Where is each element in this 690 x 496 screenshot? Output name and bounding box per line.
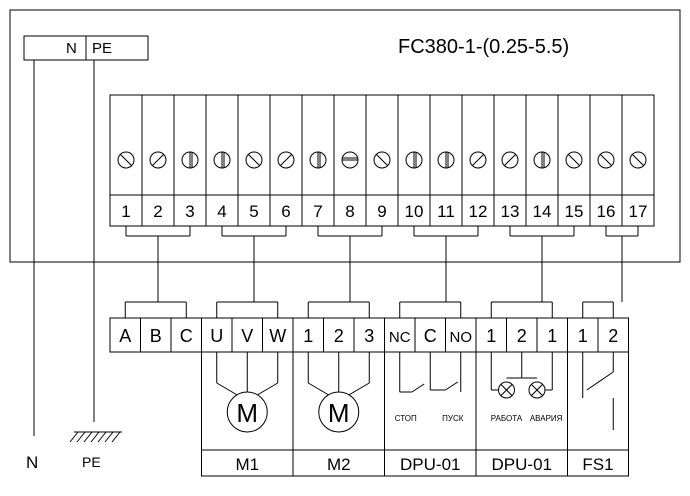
ground-hatch-line [83,431,93,443]
n-ground-label: N [26,453,38,472]
connector-pin-label: U [210,326,223,346]
connector-pin-label: 1 [303,326,313,346]
terminal-number: 3 [185,202,194,221]
terminal-screw [597,151,615,169]
connector-pin-label: C [180,326,193,346]
button-contact [411,383,425,393]
connector-pin-label: B [150,326,162,346]
terminal-screw [245,151,263,169]
screw-slot [280,154,292,166]
button-contact [445,381,458,391]
device-box [567,351,629,477]
connector-pin-label: NC [389,329,411,346]
terminal-number: 12 [469,202,488,221]
motor-wire [307,382,330,396]
terminal-number: 11 [437,202,455,221]
switch-contact [586,371,614,391]
lamp-cross [531,384,543,396]
device-name: M1 [235,455,259,474]
terminal-screw [117,151,135,169]
motor-letter: M [236,398,258,428]
lamp-label: АВАРИЯ [530,414,563,423]
connector-pin-label: W [269,326,286,346]
terminal-screw [277,151,295,169]
terminal-number: 2 [153,202,162,221]
terminal-number: 17 [629,202,648,221]
connector-pin-label: C [424,326,437,346]
model-label: FC380-1-(0.25-5.5) [398,36,569,58]
screw-slot [120,154,132,166]
screw-slot [600,154,612,166]
device-name: FS1 [582,455,613,474]
terminal-screw [501,151,519,169]
connector-pin-label: 2 [608,326,618,346]
terminal-screw [373,151,391,169]
motor-wire [256,382,279,396]
screw-slot [632,154,644,166]
n-box-label: N [66,40,77,57]
pe-label-box [85,35,149,61]
button-label: СТОП [395,414,417,423]
terminal-number: 9 [377,202,386,221]
pe-box-label: PE [92,40,112,57]
connector-pin-label: A [119,326,131,346]
motor-wire [216,382,238,396]
pe-ground-label: PE [82,454,101,470]
connector-pin-label: V [241,326,253,346]
motor-letter: M [328,398,350,428]
ground-hatch-line [97,431,107,443]
connector-pin-label: 1 [486,326,496,346]
terminal-number: 14 [533,202,552,221]
device-name: DPU-01 [400,455,460,474]
static-lines [9,9,681,436]
terminal-number: 5 [249,202,258,221]
terminal-number: 6 [281,202,290,221]
ground-hatch-line [76,431,86,443]
terminal-number: 4 [217,202,226,221]
terminal-screw [565,151,583,169]
terminal-screw [629,151,647,169]
lamp-cross [500,384,513,396]
screw-slot [504,154,516,166]
terminal-screw [469,151,487,169]
screw-slot [152,154,164,166]
motor-wire [348,382,370,396]
terminal-number: 15 [565,202,584,221]
connector-pin-label: 1 [578,326,588,346]
terminal-screw [149,151,167,169]
connector-pin-label: 3 [364,326,374,346]
controller-enclosure [9,9,681,263]
screw-slot [248,154,260,166]
ground-hatch [69,431,121,443]
terminal-number: 8 [345,202,354,221]
ground-hatch-line [111,431,121,443]
ground-hatch-line [104,431,114,443]
terminal-number: 10 [405,202,424,221]
connector-pin-label: 2 [334,326,344,346]
terminal-number: 13 [501,202,520,221]
device-name: DPU-01 [492,455,552,474]
screw-slot [568,154,580,166]
button-label: ПУСК [442,414,464,423]
screw-slot [472,154,484,166]
connector-pin-label: 2 [517,326,527,346]
terminal-number: 16 [597,202,616,221]
device-name: M2 [327,455,351,474]
terminal-number: 1 [121,202,130,221]
terminal-number: 7 [313,202,322,221]
screw-slot [376,154,388,166]
connector-pin-label: 1 [547,326,557,346]
connector-pin-label: NO [450,329,473,346]
lamp-label: РАБОТА [491,414,523,423]
ground-hatch-line [69,431,79,443]
ground-hatch-line [90,431,100,443]
